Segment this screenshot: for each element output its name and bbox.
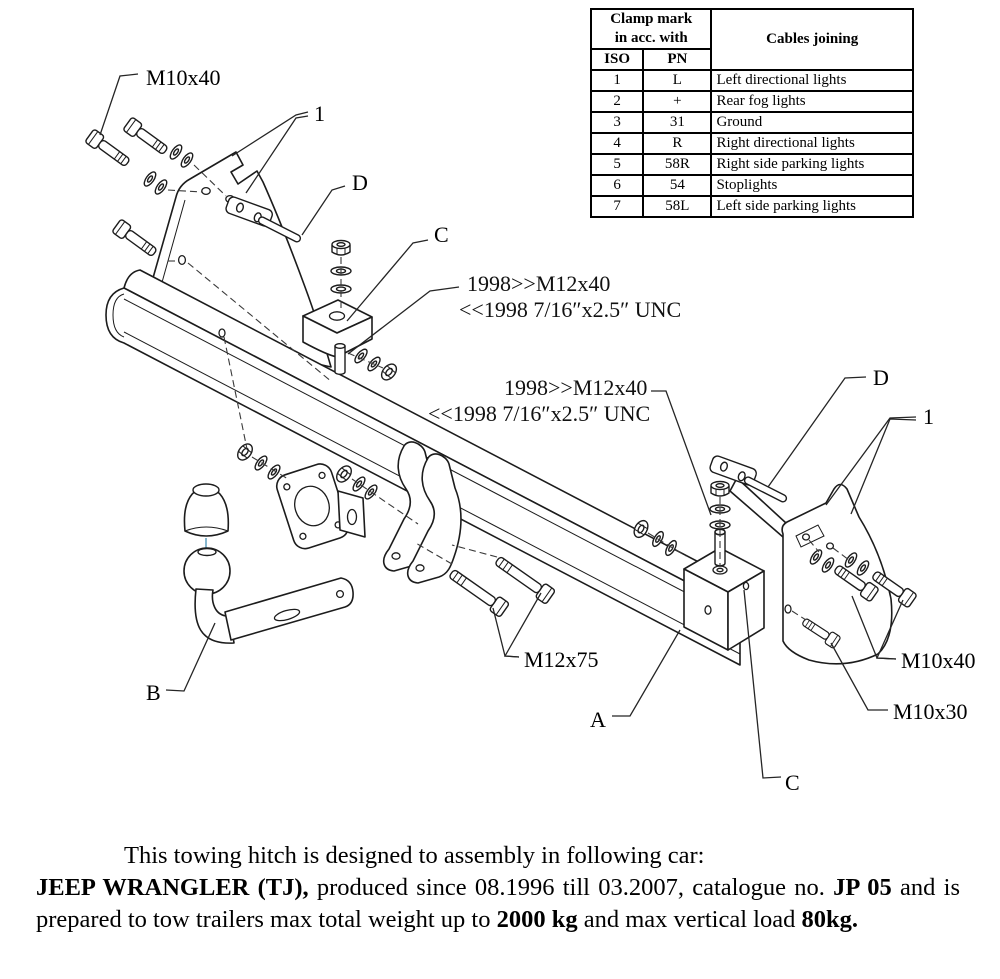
iso-cell: 4 bbox=[589, 132, 645, 155]
clamp-mark-header-line1: Clamp mark bbox=[610, 11, 693, 27]
cables-joining-table: Clamp mark in acc. with Cables joining I… bbox=[589, 8, 914, 218]
table-row: 1 L Left directional lights bbox=[589, 69, 914, 92]
description-mid2: and is prepared to tow trailers max tota… bbox=[36, 874, 960, 933]
vehicle-name: JEEP WRANGLER (TJ), bbox=[36, 874, 309, 901]
pn-cell: + bbox=[642, 90, 713, 113]
label-c-top: C bbox=[434, 222, 449, 247]
iso-cell: 7 bbox=[589, 195, 645, 218]
table-row: 7 58L Left side parking lights bbox=[589, 195, 914, 218]
iso-cell: 5 bbox=[589, 153, 645, 176]
label-d-left: D bbox=[352, 170, 368, 195]
description-mid3: and max vertical load bbox=[577, 906, 802, 933]
center-lines bbox=[167, 164, 850, 621]
label-c-bottom: C bbox=[785, 770, 800, 795]
description-intro: This towing hitch is designed to assembl… bbox=[124, 842, 705, 869]
leader-lines bbox=[99, 73, 917, 779]
label-b: B bbox=[146, 680, 161, 705]
label-m12x75: M12x75 bbox=[524, 647, 599, 672]
description-mid1: produced since 08.1996 till 03.2007, cat… bbox=[308, 874, 834, 901]
max-total-weight: 2000 kg bbox=[496, 906, 578, 933]
iso-cell: 1 bbox=[589, 69, 645, 92]
receiver-side-plates bbox=[382, 441, 462, 584]
label-part1-right: 1 bbox=[923, 404, 934, 429]
pn-cell: 54 bbox=[642, 174, 713, 197]
cable-cell: Ground bbox=[710, 111, 914, 134]
table-row: 6 54 Stoplights bbox=[589, 174, 914, 197]
pn-cell: 58R bbox=[642, 153, 713, 176]
cable-cell: Stoplights bbox=[710, 174, 914, 197]
iso-cell: 2 bbox=[589, 90, 645, 113]
exploded-assembly-diagram: M10x40 1 D C 1998>>M12x40 <<1998 7/16″x2… bbox=[84, 65, 976, 795]
iso-cell: 3 bbox=[589, 111, 645, 134]
table-header-row-1: Clamp mark in acc. with Cables joining bbox=[589, 8, 914, 71]
table-row: 3 31 Ground bbox=[589, 111, 914, 134]
annotation-bolt-spec-1-line1: 1998>>M12x40 bbox=[467, 271, 610, 296]
pn-cell: L bbox=[642, 69, 713, 92]
max-vertical-load: 80kg. bbox=[801, 906, 858, 933]
clamp-mark-header: Clamp mark in acc. with bbox=[589, 8, 713, 50]
label-m10x30: M10x30 bbox=[893, 699, 968, 724]
clamp-mark-header-line2: in acc. with bbox=[614, 30, 688, 46]
annotation-bolt-spec-2-line1: 1998>>M12x40 bbox=[504, 375, 647, 400]
annotation-bolt-spec-1-line2: <<1998 7/16″x2.5″ UNC bbox=[459, 297, 681, 322]
pn-cell: R bbox=[642, 132, 713, 155]
iso-cell: 6 bbox=[589, 174, 645, 197]
catalogue-number: JP 05 bbox=[833, 874, 892, 901]
label-m10x40-left: M10x40 bbox=[146, 65, 221, 90]
table-row: 2 + Rear fog lights bbox=[589, 90, 914, 113]
vehicle-description-paragraph: This towing hitch is designed to assembl… bbox=[36, 840, 960, 936]
table-row: 5 58R Right side parking lights bbox=[589, 153, 914, 176]
pn-cell: 58L bbox=[642, 195, 713, 218]
label-part1-left: 1 bbox=[314, 101, 325, 126]
label-m10x40-right: M10x40 bbox=[901, 648, 976, 673]
pn-cell: 31 bbox=[642, 111, 713, 134]
label-d-right: D bbox=[873, 365, 889, 390]
cable-cell: Right side parking lights bbox=[710, 153, 914, 176]
pn-column-header: PN bbox=[642, 48, 713, 71]
cable-cell: Left directional lights bbox=[710, 69, 914, 92]
socket-plate bbox=[234, 440, 380, 550]
center-clamp-bracket bbox=[302, 239, 401, 384]
cable-cell: Rear fog lights bbox=[710, 90, 914, 113]
label-a: A bbox=[590, 707, 606, 732]
tow-ball-assembly bbox=[183, 483, 354, 644]
table-row: 4 R Right directional lights bbox=[589, 132, 914, 155]
cable-cell: Right directional lights bbox=[710, 132, 914, 155]
callout-labels: M10x40 1 D C 1998>>M12x40 <<1998 7/16″x2… bbox=[146, 65, 976, 795]
cables-joining-header: Cables joining bbox=[710, 8, 914, 71]
cable-cell: Left side parking lights bbox=[710, 195, 914, 218]
annotation-bolt-spec-2-line2: <<1998 7/16″x2.5″ UNC bbox=[428, 401, 650, 426]
table-header-row-2: ISO PN bbox=[589, 48, 913, 71]
iso-column-header: ISO bbox=[589, 48, 645, 71]
